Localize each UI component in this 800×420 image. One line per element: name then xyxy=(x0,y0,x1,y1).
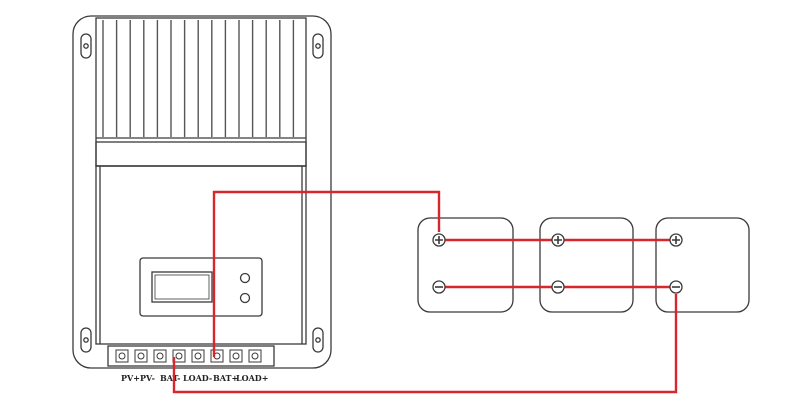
terminal-label-bat-plus: BAT+ xyxy=(213,373,238,383)
wiring xyxy=(172,190,678,394)
terminal-label-bat-minus: BAT- xyxy=(160,373,180,383)
wire-negative-main xyxy=(172,294,678,394)
heat-sink-fins xyxy=(102,20,295,137)
terminal-screw xyxy=(229,349,243,363)
heat-sink-frame xyxy=(95,17,307,167)
terminal-screw-head xyxy=(175,352,183,360)
slot-icon xyxy=(80,33,92,59)
terminal-label-pv-plus: PV+ xyxy=(121,373,140,383)
terminal-screw-head xyxy=(194,352,202,360)
battery-1 xyxy=(417,217,514,313)
terminal-screw-head xyxy=(156,352,164,360)
terminal-screw xyxy=(134,349,148,363)
minus-circle-icon xyxy=(432,280,446,294)
plus-circle-icon xyxy=(551,233,565,247)
terminal-screw xyxy=(115,349,129,363)
terminal-screw xyxy=(248,349,262,363)
terminal-labels: PV+ PV- BAT- LOAD- BAT+ LOAD+ xyxy=(121,373,268,383)
slot-icon xyxy=(312,327,324,353)
heat-sink-plate xyxy=(95,141,307,167)
plus-circle-icon xyxy=(432,233,446,247)
plus-circle-icon xyxy=(669,233,683,247)
terminal-block xyxy=(107,345,275,367)
minus-circle-icon xyxy=(551,280,565,294)
terminal-screw xyxy=(153,349,167,363)
display-housing xyxy=(139,257,263,317)
terminal-screw xyxy=(210,349,224,363)
wire-positive-main xyxy=(212,190,441,357)
terminal-screw-head xyxy=(137,352,145,360)
battery-3 xyxy=(655,217,750,313)
battery-2 xyxy=(539,217,634,313)
slot-icon xyxy=(312,33,324,59)
terminal-label-pv-minus: PV- xyxy=(140,373,155,383)
terminal-screw xyxy=(172,349,186,363)
terminal-label-load-minus: LOAD- xyxy=(183,373,212,383)
terminal-screw-head xyxy=(118,352,126,360)
lcd-screen xyxy=(151,271,213,303)
charge-controller xyxy=(72,15,332,369)
terminal-label-load-plus: LOAD+ xyxy=(236,373,268,383)
terminal-screw-head xyxy=(251,352,259,360)
terminal-screw-head xyxy=(232,352,240,360)
front-panel xyxy=(95,165,307,345)
button-down xyxy=(239,292,251,304)
terminal-screw xyxy=(191,349,205,363)
button-up xyxy=(239,272,251,284)
terminal-screws xyxy=(115,349,262,363)
minus-circle-icon xyxy=(669,280,683,294)
slot-icon xyxy=(80,327,92,353)
